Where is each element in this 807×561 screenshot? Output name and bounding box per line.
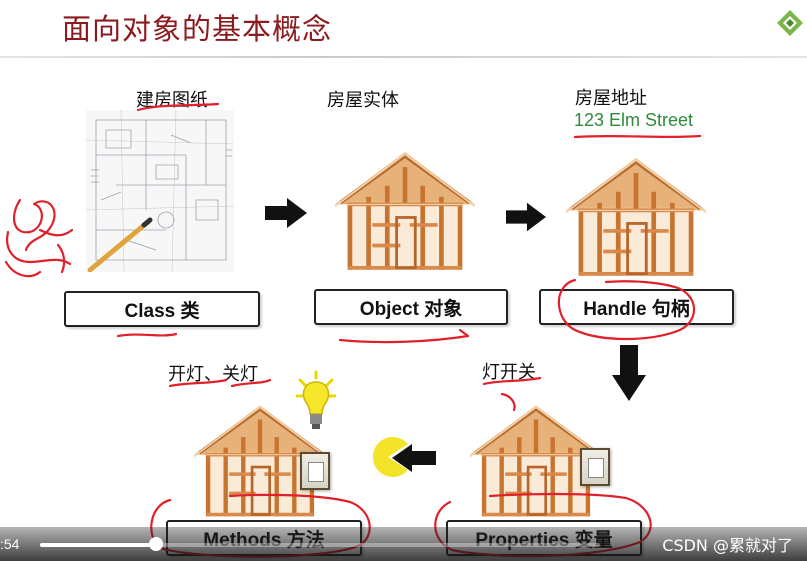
light-switch-image	[300, 452, 330, 490]
light-switch-image	[580, 448, 610, 486]
title-divider	[0, 56, 807, 58]
video-time: :54	[0, 536, 20, 552]
object-label: Object 对象	[314, 289, 508, 325]
class-label: Class 类	[64, 291, 260, 327]
video-progress-bar[interactable]	[40, 543, 600, 547]
logo-icon	[777, 10, 803, 36]
video-progress-handle[interactable]	[149, 537, 164, 551]
arrow-right-icon	[265, 198, 307, 228]
arrow-down-icon	[612, 345, 646, 401]
pacman-shape-icon	[372, 437, 408, 477]
light-bulb-icon	[296, 370, 336, 429]
caption-light-on-off: 开灯、关灯	[168, 364, 258, 385]
handle-label: Handle 句柄	[539, 289, 734, 325]
video-progress-fill	[40, 543, 157, 547]
watermark: CSDN @累就对了	[662, 536, 793, 555]
caption-house-address: 房屋地址	[575, 88, 647, 109]
blueprint-image	[86, 110, 234, 272]
slide-title: 面向对象的基本概念	[62, 12, 333, 46]
address-text: 123 Elm Street	[574, 110, 694, 130]
caption-blueprint: 建房图纸	[136, 90, 208, 111]
caption-house-entity: 房屋实体	[327, 90, 399, 111]
house-handle-image	[566, 152, 706, 280]
arrow-left-icon	[392, 444, 436, 472]
house-object-image	[335, 144, 475, 276]
caption-light-switch: 灯开关	[482, 362, 536, 383]
arrow-right-icon	[506, 202, 546, 232]
